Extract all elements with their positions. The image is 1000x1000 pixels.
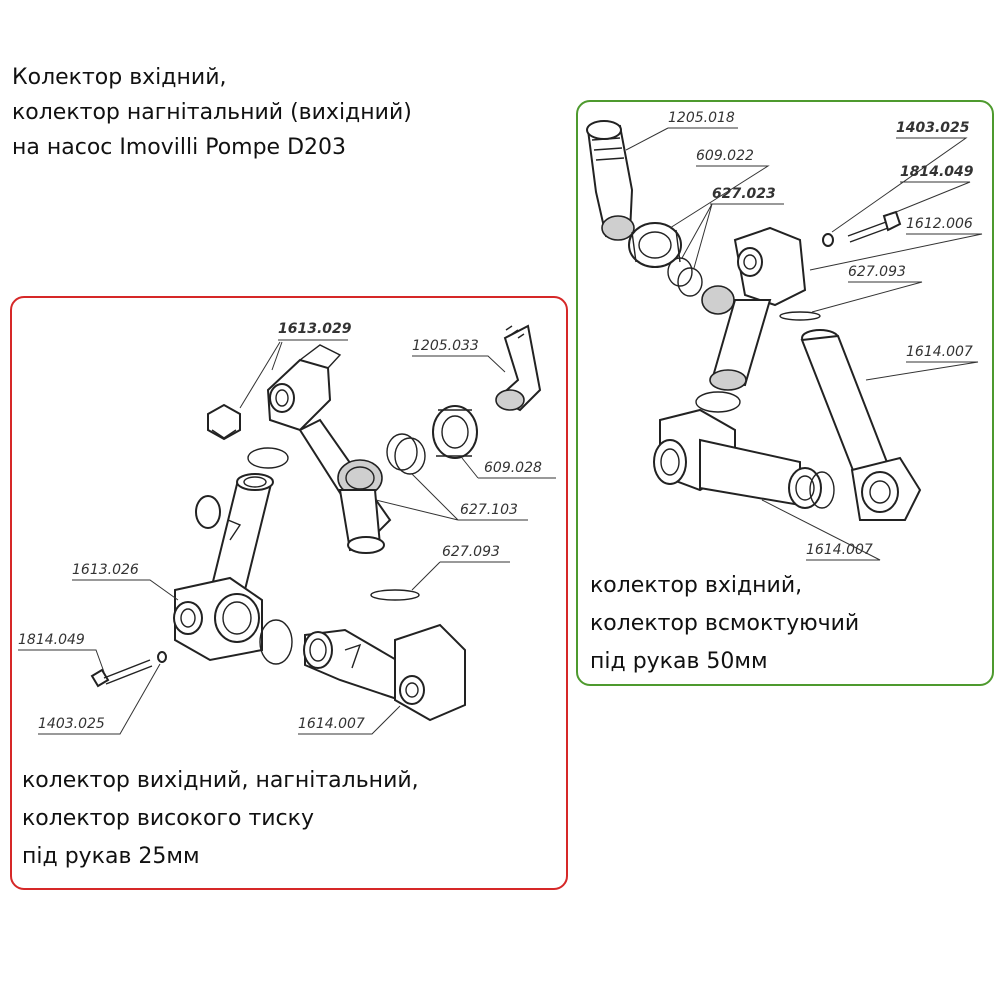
- label-1614-007-inlet-top: 1614.007: [906, 344, 973, 360]
- ring-627-093: [370, 589, 420, 601]
- right-vertical-tube: [800, 329, 922, 521]
- label-627-093-inlet: 627.093: [848, 264, 906, 280]
- part-1614-007-lower: [303, 623, 466, 722]
- label-1814-049-inlet: 1814.049: [900, 164, 974, 180]
- elbow-1205-033: [495, 324, 542, 412]
- part-1613-026-block: [173, 576, 263, 662]
- label-1205-018: 1205.018: [668, 110, 735, 126]
- nut-609-028: [432, 405, 478, 459]
- label-627-093: 627.093: [442, 544, 500, 560]
- inlet-manifold-drawing: 1205.018 609.022 627.023 1403.025 1814.0…: [586, 110, 983, 561]
- inlet-caption-line-2: колектор всмоктуючий: [590, 611, 860, 636]
- label-1814-049: 1814.049: [18, 632, 85, 648]
- label-1613-026: 1613.026: [72, 562, 139, 578]
- outlet-manifold-caption: колектор вихідний, нагнітальний, колекто…: [22, 762, 419, 876]
- label-627-023: 627.023: [712, 186, 776, 202]
- label-1614-007-outlet: 1614.007: [298, 716, 365, 732]
- side-stub: [195, 495, 221, 529]
- tube-with-nut: [337, 459, 385, 554]
- label-1403-025-inlet: 1403.025: [896, 120, 970, 136]
- title-line-1: Колектор вхідний,: [12, 65, 227, 90]
- nut-609-022: [628, 222, 682, 268]
- elbow-1205-018: [586, 120, 635, 241]
- inlet-caption-line-1: колектор вхідний,: [590, 573, 803, 598]
- ring-627-103-b: [394, 437, 426, 475]
- ring-627-023-b: [677, 267, 703, 297]
- bolt-inlet: [847, 210, 902, 243]
- outlet-manifold-drawing: 1613.029 1205.033 609.028 627.103 627.09…: [18, 321, 556, 735]
- label-609-028: 609.028: [484, 460, 542, 476]
- ring-627-093-inlet: [779, 311, 821, 321]
- page-title: Колектор вхідний, колектор нагнітальний …: [12, 60, 412, 165]
- outlet-caption-line-1: колектор вихідний, нагнітальний,: [22, 768, 419, 793]
- hex-plug: [207, 403, 241, 441]
- inlet-manifold-panel: [576, 100, 994, 686]
- title-line-3: на насос Imovilli Pompe D203: [12, 135, 347, 160]
- outlet-caption-line-3: під рукав 25мм: [22, 844, 200, 869]
- large-o-ring: [259, 619, 293, 665]
- bottom-horizontal-body: [653, 391, 835, 509]
- inlet-manifold-caption: колектор вхідний, колектор всмоктуючий п…: [590, 567, 859, 681]
- label-1205-033: 1205.033: [412, 338, 479, 354]
- washer-inlet: [822, 233, 834, 247]
- label-609-022: 609.022: [696, 148, 754, 164]
- label-627-103: 627.103: [460, 502, 518, 518]
- label-1613-029: 1613.029: [278, 321, 352, 337]
- label-1614-007-inlet-bottom: 1614.007: [806, 542, 873, 558]
- ring-627-023-a: [667, 257, 693, 287]
- washer: [157, 651, 167, 663]
- title-line-2: колектор нагнітальний (вихідний): [12, 100, 412, 125]
- inlet-caption-line-3: під рукав 50мм: [590, 649, 768, 674]
- collector-1612-006: [701, 226, 807, 391]
- label-1403-025-outlet: 1403.025: [38, 716, 105, 732]
- outlet-manifold-panel: [10, 296, 568, 890]
- label-1612-006: 1612.006: [906, 216, 973, 232]
- o-ring: [247, 447, 289, 469]
- bolt-1814-049: [90, 659, 153, 688]
- ring-627-103-a: [386, 433, 418, 471]
- outlet-caption-line-2: колектор високого тиску: [22, 806, 314, 831]
